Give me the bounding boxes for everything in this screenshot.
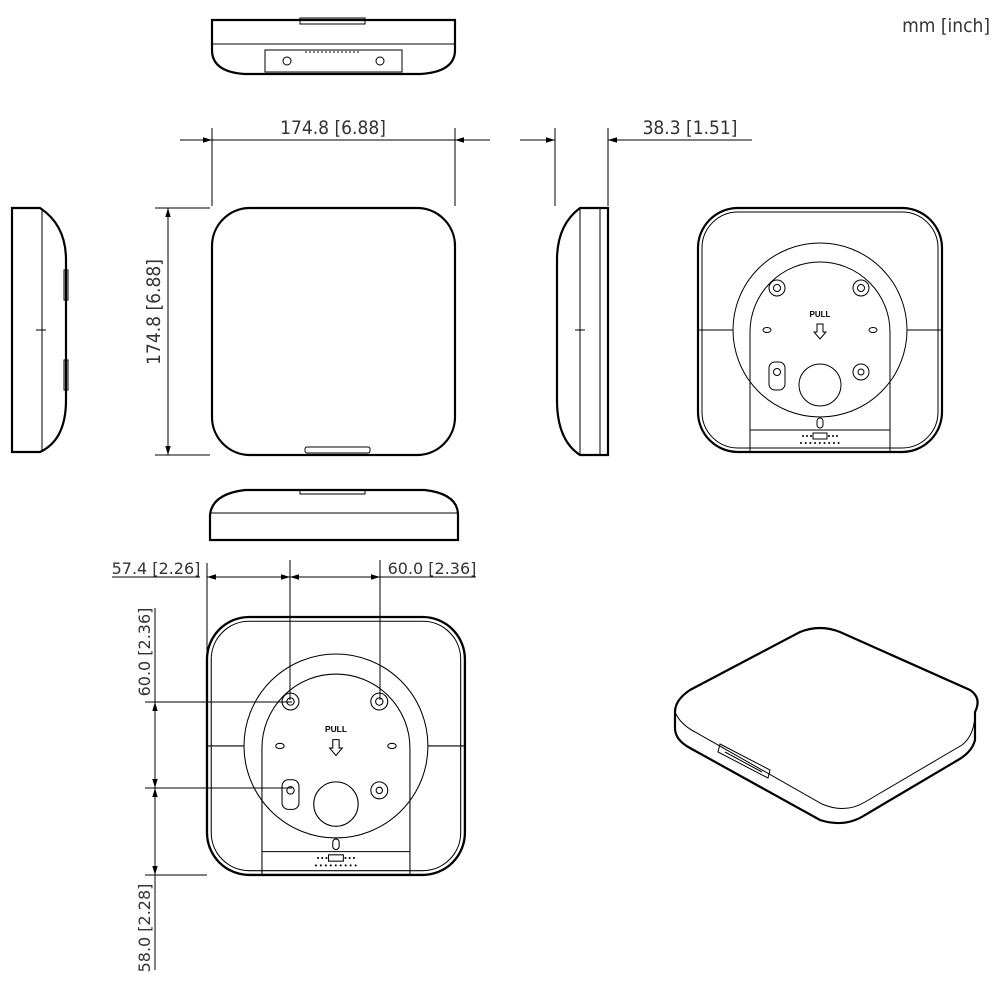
front-view: [210, 206, 457, 457]
right-side-view: [555, 206, 610, 457]
top-view: [210, 17, 457, 76]
dimension-depth: 38.3 [1.51]: [520, 117, 752, 206]
dimension-holes-vertical: 60.0 [2.36] 58.0 [2.28]: [135, 608, 292, 973]
dimension-holes-horizontal: 57.4 [2.26] 60.0 [2.36]: [112, 559, 477, 700]
hole-spacing-x-label: 60.0 [2.36]: [388, 559, 477, 578]
dimension-front-height: 174.8 [6.88]: [143, 207, 210, 456]
front-width-label: 174.8 [6.88]: [280, 117, 386, 139]
hole-offset-y-label: 58.0 [2.28]: [135, 884, 154, 973]
bottom-view: [208, 488, 460, 542]
pull-label: PULL: [325, 724, 347, 734]
front-height-label: 174.8 [6.88]: [143, 259, 165, 365]
depth-label: 38.3 [1.51]: [643, 117, 738, 139]
left-side-view: [10, 206, 69, 454]
units-label: mm [inch]: [902, 15, 990, 37]
pull-label: PULL: [810, 310, 831, 319]
arrow-down-icon: [328, 739, 344, 757]
hole-offset-x-label: 57.4 [2.26]: [112, 559, 201, 578]
back-view: PULL: [696, 206, 944, 454]
arrow-down-icon: [812, 323, 828, 340]
isometric-view: [673, 626, 979, 825]
hole-spacing-y-label: 60.0 [2.36]: [135, 608, 154, 697]
back-view-dimensioned: PULL: [205, 615, 467, 877]
dimension-front-width: 174.8 [6.88]: [180, 117, 490, 206]
